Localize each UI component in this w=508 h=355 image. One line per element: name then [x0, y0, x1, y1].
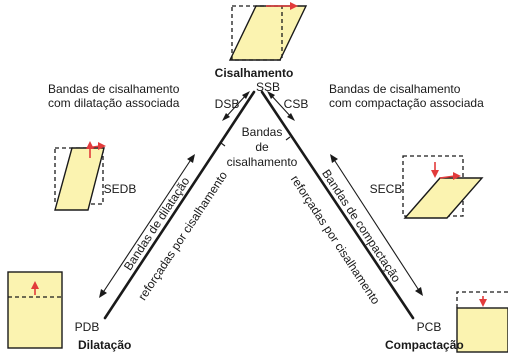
compaction-shear-block — [402, 155, 484, 219]
csb-arrow — [267, 91, 295, 121]
compaction-block — [456, 291, 508, 353]
dsb-arrow — [222, 91, 250, 121]
title-cisalhamento: Cisalhamento — [215, 66, 294, 80]
shear-block-top — [228, 2, 308, 61]
note-right-line-2: com compactação associada — [329, 96, 484, 110]
node-secb: SECB — [370, 182, 403, 196]
note-left-line-2: com dilatação associada — [48, 96, 180, 110]
secb-arrow — [330, 154, 423, 296]
title-dilatacao: Dilatação — [78, 338, 131, 352]
node-csb: CSB — [284, 97, 309, 111]
node-pdb: PDB — [75, 320, 100, 334]
center-label-3: cisalhamento — [227, 155, 298, 169]
center-label-2: de — [255, 140, 269, 154]
center-label-1: Bandas — [242, 125, 283, 139]
node-dsb: DSB — [215, 97, 240, 111]
node-sedb: SEDB — [104, 182, 137, 196]
dilation-shear-block — [54, 141, 106, 211]
dilation-block — [7, 271, 63, 349]
left-axis-line — [103, 90, 256, 320]
node-ssb: SSB — [256, 80, 280, 94]
title-compactacao: Compactação — [385, 338, 464, 352]
note-left-line-1: Bandas de cisalhamento — [48, 82, 180, 96]
note-right-line-1: Bandas de cisalhamento — [329, 82, 461, 96]
sedb-arrow — [99, 154, 195, 298]
node-pcb: PCB — [417, 320, 442, 334]
right-axis-line — [260, 90, 415, 320]
